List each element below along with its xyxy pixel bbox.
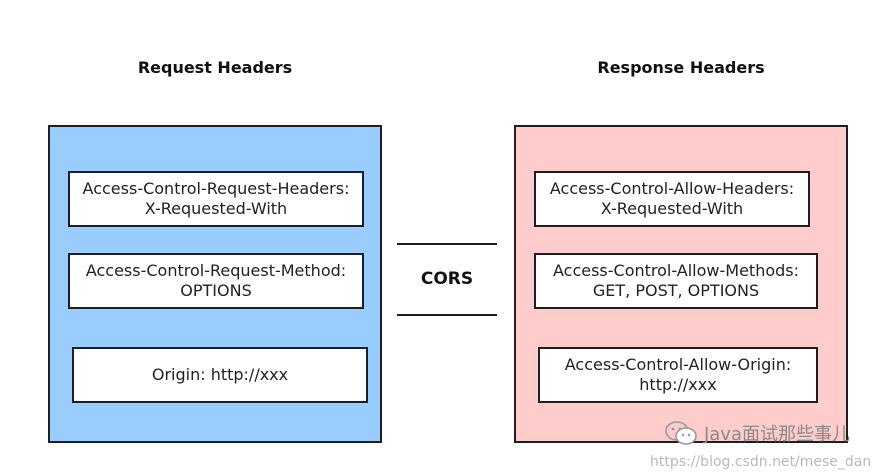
response-header-name: Access-Control-Allow-Headers: <box>549 179 795 198</box>
response-header-value: X-Requested-With <box>600 199 744 218</box>
request-header-box-1: Access-Control-Request-Headers: X-Reques… <box>68 171 364 227</box>
request-header-box-3: Origin: http://xxx <box>72 347 368 403</box>
request-header-name: Origin: http://xxx <box>151 365 289 384</box>
response-header-name: Access-Control-Allow-Origin: <box>564 355 792 374</box>
response-header-box-1: Access-Control-Allow-Headers: X-Requeste… <box>534 171 810 227</box>
response-header-box-3: Access-Control-Allow-Origin: http://xxx <box>538 347 818 403</box>
response-header-name: Access-Control-Allow-Methods: <box>552 261 800 280</box>
response-header-value: http://xxx <box>639 375 717 394</box>
watermark-account: Java面试那些事儿 <box>703 424 850 445</box>
request-headers-panel: Access-Control-Request-Headers: X-Reques… <box>48 125 382 443</box>
cors-label: CORS <box>420 269 474 289</box>
response-headers-panel: Access-Control-Allow-Headers: X-Requeste… <box>514 125 848 443</box>
connector-line-top <box>397 243 497 245</box>
request-header-name: Access-Control-Request-Headers: <box>82 179 350 198</box>
connector-line-bottom <box>397 314 497 316</box>
request-header-value: OPTIONS <box>180 281 252 300</box>
watermark-url: https://blog.csdn.net/mese_dan <box>650 454 872 470</box>
response-header-box-2: Access-Control-Allow-Methods: GET, POST,… <box>534 253 818 309</box>
request-header-box-2: Access-Control-Request-Method: OPTIONS <box>68 253 364 309</box>
wechat-icon <box>665 421 697 445</box>
response-headers-title: Response Headers <box>597 58 765 77</box>
request-header-value: X-Requested-With <box>144 199 288 218</box>
request-headers-title: Request Headers <box>137 58 293 77</box>
request-header-name: Access-Control-Request-Method: <box>85 261 347 280</box>
watermark: Java面试那些事儿 <box>664 420 850 446</box>
response-header-value: GET, POST, OPTIONS <box>592 281 760 300</box>
